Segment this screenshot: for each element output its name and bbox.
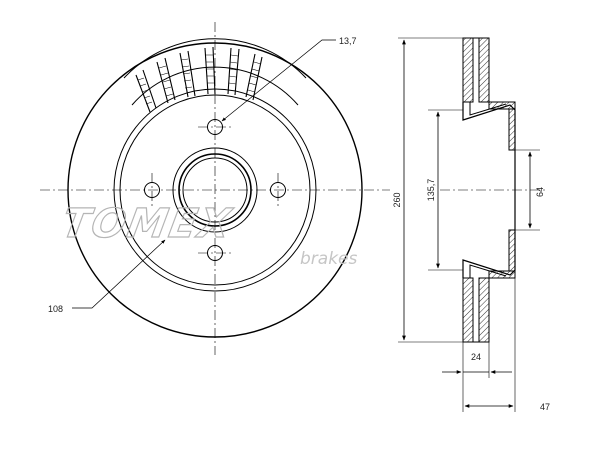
front-view xyxy=(40,22,390,355)
hat-top-wall xyxy=(488,101,516,110)
hat-diameter-label: 135,7 xyxy=(426,179,436,202)
brand-watermark: TOMEX brakes xyxy=(58,200,358,269)
vane-hatching xyxy=(137,54,262,105)
lower-friction-plate-outer xyxy=(462,277,474,343)
pitch-circle-leader xyxy=(72,239,166,309)
ventilation-vanes xyxy=(135,46,263,113)
vent-cutaway-arc xyxy=(123,38,307,79)
disc-thickness-label: 24 xyxy=(471,352,481,362)
lower-friction-plate-inner xyxy=(478,277,490,343)
upper-friction-plate-inner xyxy=(478,37,490,103)
pitch-circle-dimension-label: 108 xyxy=(48,304,63,314)
upper-friction-plate-outer xyxy=(462,37,474,103)
section-view xyxy=(398,37,545,412)
total-height-label: 47 xyxy=(540,402,550,412)
hat-bottom-wall xyxy=(488,270,516,279)
watermark-tagline: brakes xyxy=(300,249,358,269)
outer-diameter-label: 260 xyxy=(392,192,402,207)
section-dimension-lines xyxy=(402,39,532,408)
bolt-hole-leader xyxy=(221,39,336,122)
section-extension-lines xyxy=(398,37,540,412)
center-bore-label: 64 xyxy=(535,187,545,197)
watermark-brand: TOMEX xyxy=(58,200,235,247)
front-center-lines xyxy=(40,22,390,355)
bolt-hole-dimension-label: 13,7 xyxy=(339,36,357,46)
